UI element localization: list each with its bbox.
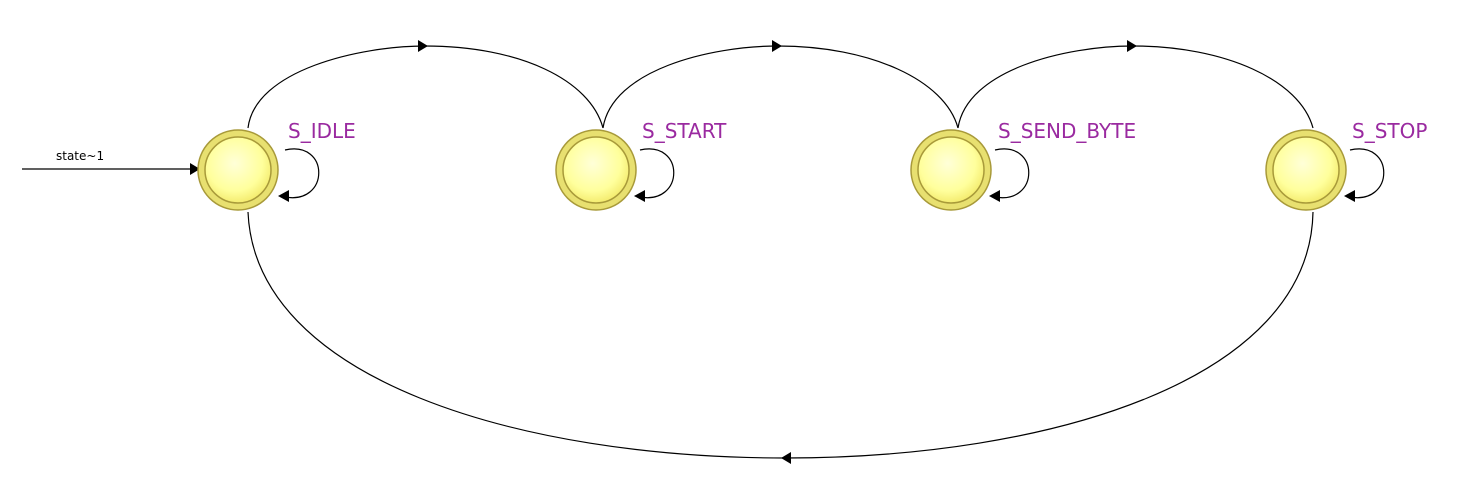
self-loop-idle xyxy=(278,148,320,202)
self-loop-send-byte-edge xyxy=(994,148,1030,199)
transition-idle-to-start-edge xyxy=(247,45,604,129)
state-s-send-byte-label: S_SEND_BYTE xyxy=(998,119,1136,143)
initial-transition-label: state~1 xyxy=(56,149,104,163)
transition-send-byte-to-stop-arrowhead xyxy=(1127,40,1137,52)
self-loop-start-arrowhead xyxy=(634,190,645,202)
transition-start-to-send-byte xyxy=(602,40,959,129)
state-s-start-inner-circle xyxy=(562,136,630,204)
self-loop-idle-arrowhead xyxy=(278,190,289,202)
state-s-stop-label: S_STOP xyxy=(1352,119,1427,143)
transition-stop-to-idle-arrowhead xyxy=(781,452,791,464)
state-s-idle-label: S_IDLE xyxy=(288,119,356,143)
transition-start-to-send-byte-arrowhead xyxy=(772,40,782,52)
state-s-stop[interactable]: S_STOP xyxy=(1265,119,1427,211)
initial-transition: state~1 xyxy=(22,149,200,175)
transition-stop-to-idle xyxy=(247,211,1314,464)
transition-send-byte-to-stop-edge xyxy=(957,45,1314,129)
state-s-start[interactable]: S_START xyxy=(555,119,727,211)
self-loop-stop xyxy=(1344,148,1385,202)
transition-idle-to-start-arrowhead xyxy=(418,40,428,52)
self-loop-start-edge xyxy=(639,148,675,199)
state-s-send-byte-inner-circle xyxy=(917,136,985,204)
self-loop-idle-edge xyxy=(284,148,320,199)
transition-send-byte-to-stop xyxy=(957,40,1314,129)
transition-stop-to-idle-edge xyxy=(247,211,1314,459)
state-s-start-label: S_START xyxy=(642,119,727,143)
state-s-idle-inner-circle xyxy=(204,136,272,204)
self-loop-send-byte xyxy=(989,148,1030,202)
state-s-send-byte[interactable]: S_SEND_BYTE xyxy=(910,119,1136,211)
self-loop-stop-edge xyxy=(1349,148,1385,199)
self-loop-start xyxy=(634,148,675,202)
self-loop-send-byte-arrowhead xyxy=(989,190,1000,202)
transition-start-to-send-byte-edge xyxy=(602,45,959,129)
state-s-stop-inner-circle xyxy=(1272,136,1340,204)
transition-idle-to-start xyxy=(247,40,604,129)
initial-transition-arrowhead xyxy=(190,163,200,175)
self-loop-stop-arrowhead xyxy=(1344,190,1355,202)
state-s-idle[interactable]: S_IDLE xyxy=(197,119,356,211)
